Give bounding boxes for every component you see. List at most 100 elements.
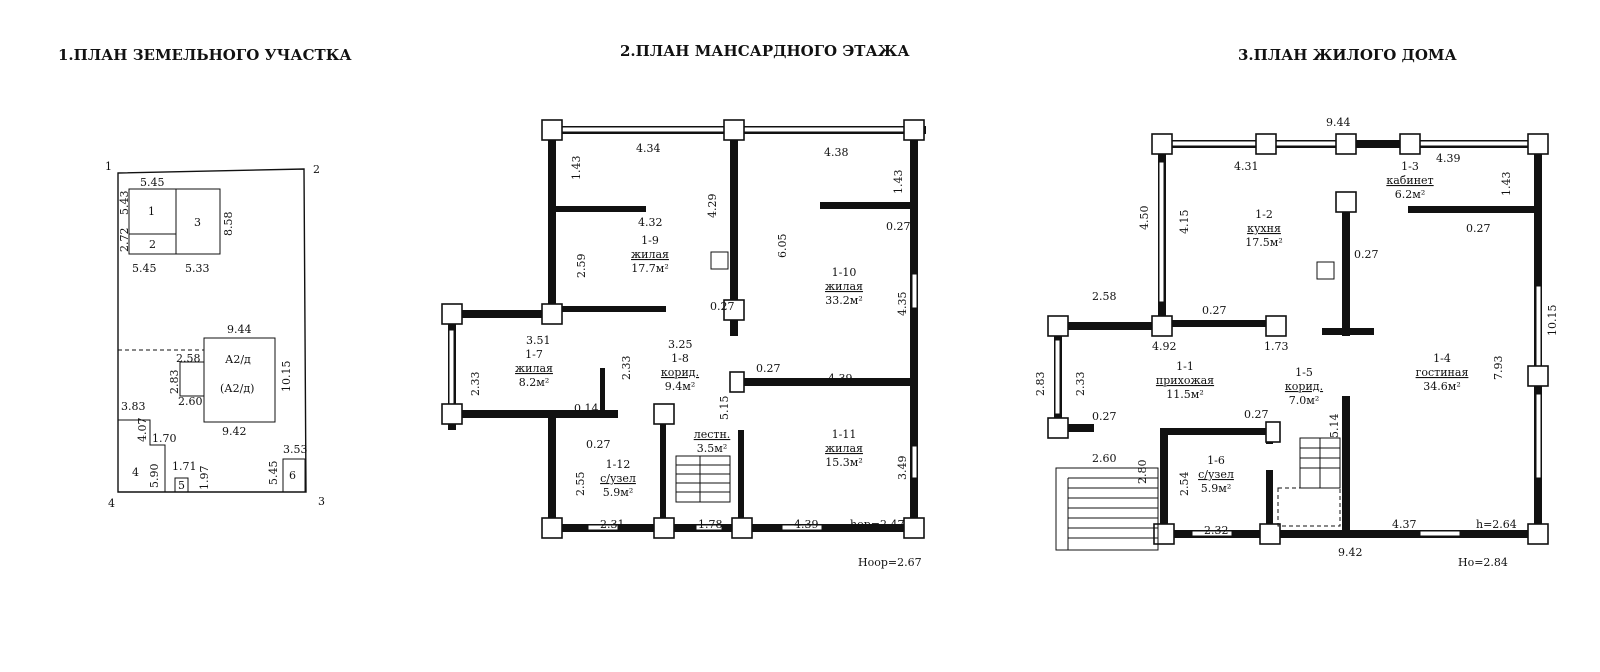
attic-dim: 4.34 — [636, 142, 661, 155]
house-dim: 4.39 — [1436, 152, 1461, 165]
house-wall — [1160, 428, 1168, 538]
attic-log-post — [723, 299, 745, 321]
attic-dim: 1.43 — [892, 170, 905, 195]
house-wall — [1408, 206, 1534, 213]
attic-height-inner: hор=2.47 — [850, 518, 904, 531]
attic-log-post — [903, 517, 925, 539]
attic-dim: 4.39 — [828, 372, 853, 385]
svg-text:кухня: кухня — [1247, 222, 1281, 235]
svg-text:34.6м²: 34.6м² — [1423, 380, 1460, 393]
attic-dim: 1.43 — [570, 156, 583, 181]
house-dim: 2.58 — [1092, 290, 1117, 303]
attic-window — [741, 126, 907, 133]
attic-stairs — [675, 455, 731, 503]
attic-plan-title: 2.ПЛАН МАНСАРДНОГО ЭТАЖА — [620, 42, 910, 60]
svg-text:6.2м²: 6.2м² — [1395, 188, 1425, 201]
house-dim: 0.27 — [1092, 410, 1117, 423]
house-dim: 2.60 — [1092, 452, 1117, 465]
site-building-label-5: 5 — [178, 479, 185, 492]
site-corner-1: 1 — [105, 160, 112, 173]
attic-wall — [600, 368, 605, 410]
house-window — [1271, 140, 1339, 147]
svg-text:1-4: 1-4 — [1433, 352, 1451, 365]
svg-text:с/узел: с/узел — [600, 472, 636, 485]
house-height-outer: Hо=2.84 — [1458, 556, 1508, 569]
attic-log-post — [441, 303, 463, 325]
svg-text:прихожая: прихожая — [1156, 374, 1214, 387]
site-dim: 1.70 — [152, 432, 177, 445]
attic-log-post — [731, 517, 753, 539]
site-dim: 9.42 — [222, 425, 247, 438]
svg-text:3.5м²: 3.5м² — [697, 442, 727, 455]
attic-log-post — [653, 403, 675, 425]
attic-dim: 2.31 — [600, 518, 625, 531]
attic-window — [911, 273, 918, 309]
attic-log-post — [541, 303, 563, 325]
building-6 — [282, 458, 306, 493]
attic-wall — [548, 410, 556, 530]
site-building-label-4: 4 — [132, 466, 139, 479]
site-dim: 2.58 — [176, 352, 201, 365]
house-dim: 4.50 — [1138, 206, 1151, 231]
svg-text:корид.: корид. — [661, 366, 699, 379]
site-boundary — [117, 168, 307, 493]
svg-text:лестн.: лестн. — [694, 428, 731, 441]
svg-text:1-9: 1-9 — [641, 234, 659, 247]
house-log-post — [1151, 315, 1173, 337]
site-dim: 2.83 — [168, 370, 181, 395]
attic-dim: 3.51 — [526, 334, 551, 347]
attic-dim: 4.35 — [896, 292, 909, 317]
house-wall — [1322, 328, 1374, 335]
attic-dim: 2.33 — [469, 372, 482, 397]
site-dim: 2.72 — [118, 228, 131, 253]
svg-text:7.0м²: 7.0м² — [1289, 394, 1319, 407]
house-window — [1535, 393, 1542, 479]
house-stairs — [1277, 437, 1341, 527]
attic-dim: 4.32 — [638, 216, 663, 229]
attic-plan: 1-9 жилая 17.7м² 1-10 жилая 33.2м² 1-7 ж… — [441, 119, 926, 569]
house-window — [1165, 140, 1257, 147]
site-corner-2: 2 — [313, 163, 320, 176]
attic-window — [448, 329, 455, 407]
house-log-post — [1151, 133, 1173, 155]
house-wall — [1342, 396, 1350, 538]
site-dim: 5.45 — [140, 176, 165, 189]
house-dim: 10.15 — [1546, 305, 1559, 337]
attic-wall — [910, 126, 918, 532]
site-corner-3: 3 — [318, 495, 325, 508]
attic-dim: 3.25 — [668, 338, 693, 351]
house-dim: 4.37 — [1392, 518, 1417, 531]
house-dim: 2.33 — [1074, 372, 1087, 397]
attic-dim: 4.29 — [706, 194, 719, 219]
svg-text:17.7м²: 17.7м² — [631, 262, 668, 275]
attic-dim: 0.27 — [586, 438, 611, 451]
house-dim: 9.42 — [1338, 546, 1363, 559]
attic-wall — [448, 310, 556, 318]
svg-text:жилая: жилая — [631, 248, 669, 261]
house-dim: 4.31 — [1234, 160, 1259, 173]
site-corner-4: 4 — [108, 497, 115, 510]
site-building-label-2: 2 — [149, 238, 156, 251]
house-log-post — [1153, 523, 1175, 545]
site-plan: 1 2 3 4 1 2 3 А2/д (А2/д) 4 5 6 5.45 5.4… — [105, 160, 325, 510]
svg-text:11.5м²: 11.5м² — [1166, 388, 1203, 401]
svg-text:с/узел: с/узел — [1198, 468, 1234, 481]
attic-dim: 4.39 — [794, 518, 819, 531]
house-wall — [1266, 470, 1273, 538]
attic-log-post — [729, 371, 745, 393]
svg-text:жилая: жилая — [825, 280, 863, 293]
house-height-inner: h=2.64 — [1476, 518, 1517, 531]
site-dim: 10.15 — [280, 361, 293, 393]
site-dim: 8.58 — [222, 212, 235, 237]
svg-text:гостиная: гостиная — [1416, 366, 1469, 379]
svg-text:33.2м²: 33.2м² — [825, 294, 862, 307]
attic-log-post — [653, 517, 675, 539]
house-wall — [1054, 322, 1166, 330]
house-log-post — [1335, 191, 1357, 213]
attic-room-1-7: 1-7 жилая 8.2м² — [515, 348, 553, 389]
site-dim: 5.45 — [267, 461, 280, 486]
attic-dim: 0.27 — [710, 300, 735, 313]
site-building-label-3: 3 — [194, 216, 201, 229]
house-wall — [1166, 320, 1274, 327]
